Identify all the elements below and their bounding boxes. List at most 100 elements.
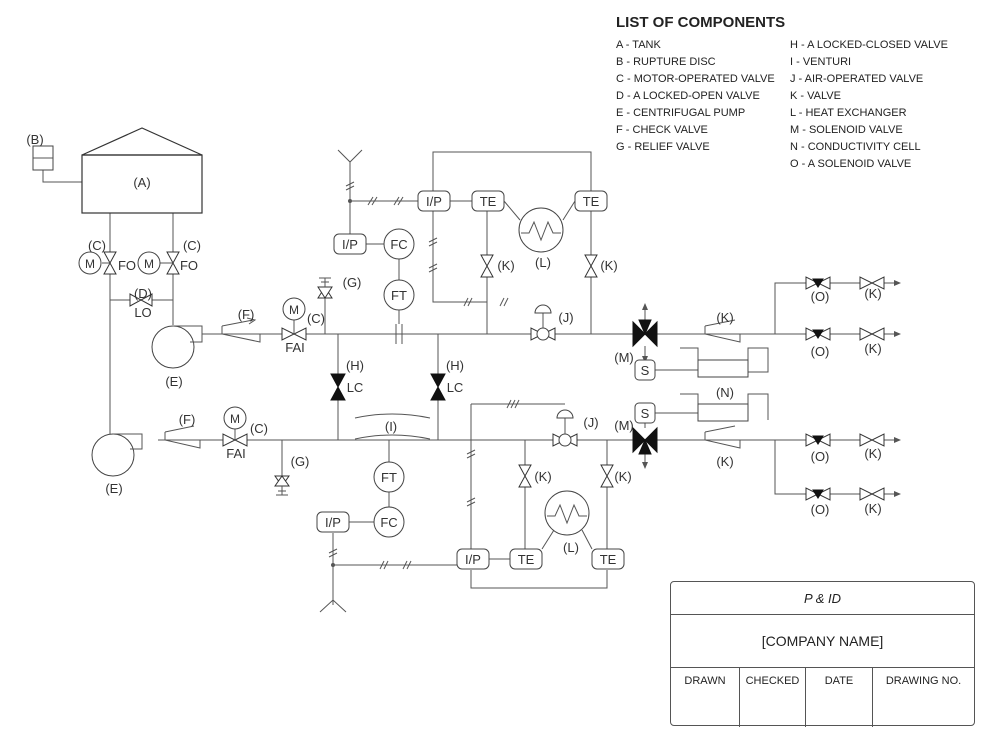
check-valve-lower: (F) bbox=[164, 412, 201, 449]
legend-item: L - HEAT EXCHANGER bbox=[790, 107, 907, 119]
check-valve-k-lower: (K) bbox=[704, 425, 741, 469]
solenoid-o-tag: (O) bbox=[811, 449, 830, 464]
solenoid-o-tag: (O) bbox=[811, 289, 830, 304]
locked-closed-tag: (H) bbox=[346, 358, 364, 373]
svg-text:S: S bbox=[641, 406, 650, 421]
legend-item: F - CHECK VALVE bbox=[616, 124, 708, 136]
svg-text:I/P: I/P bbox=[426, 194, 442, 209]
legend-title: LIST OF COMPONENTS bbox=[616, 14, 786, 31]
motor-label: M bbox=[289, 303, 299, 317]
pump-tag: (E) bbox=[165, 374, 182, 389]
solenoid-tag: (M) bbox=[614, 418, 634, 433]
solenoid-valve-lower: S (M) bbox=[614, 402, 658, 455]
valve-tag: (K) bbox=[614, 469, 631, 484]
valve-tag: (K) bbox=[600, 258, 617, 273]
fail-open-label: FO bbox=[118, 258, 136, 273]
svg-text:TE: TE bbox=[600, 552, 617, 567]
check-valve-k-upper: (K) bbox=[704, 310, 741, 343]
ip-converter-lower-left: I/P bbox=[316, 511, 350, 533]
motor-valve-fai-upper: M FAI (C) bbox=[281, 297, 325, 355]
motor-label: M bbox=[230, 412, 240, 426]
valve-tag: (K) bbox=[864, 341, 881, 356]
relief-valve-tag: (G) bbox=[343, 275, 362, 290]
locked-closed-valve-left: (H) LC bbox=[330, 358, 364, 401]
heat-exchanger-tag: (L) bbox=[563, 540, 579, 555]
fail-as-is-label: FAI bbox=[285, 340, 305, 355]
legend-item: J - AIR-OPERATED VALVE bbox=[790, 73, 924, 85]
flow-controller-upper: FC bbox=[383, 228, 415, 260]
heat-exchanger-upper: (L) bbox=[518, 207, 564, 270]
drawing-number-field: DRAWING NO. bbox=[885, 675, 962, 687]
components-legend: LIST OF COMPONENTS A - TANK B - RUPTURE … bbox=[616, 14, 986, 173]
temperature-element-lower-left: TE bbox=[509, 548, 543, 570]
solenoid-tag: (M) bbox=[614, 350, 634, 365]
air-valve-tag: (J) bbox=[583, 415, 598, 430]
ip-converter-upper-right: I/P bbox=[417, 190, 451, 212]
conductivity-cell-upper bbox=[680, 347, 769, 378]
legend-item: H - A LOCKED-CLOSED VALVE bbox=[790, 39, 948, 51]
legend-item: N - CONDUCTIVITY CELL bbox=[790, 141, 921, 153]
rupture-disc-tag: (B) bbox=[26, 132, 43, 147]
valve-tag: (K) bbox=[864, 446, 881, 461]
svg-text:S: S bbox=[641, 363, 650, 378]
valve-tag: (K) bbox=[864, 501, 881, 516]
locked-closed-valve-right: (H) LC bbox=[430, 358, 464, 401]
relief-valve-upper: (G) bbox=[317, 275, 362, 299]
flow-transmitter-lower: FT bbox=[373, 461, 405, 493]
valve-k-lower-right: (K) bbox=[600, 464, 632, 488]
motor-label: M bbox=[85, 257, 95, 271]
valve-k-upper-left: (K) bbox=[480, 254, 515, 278]
svg-text:FC: FC bbox=[390, 237, 407, 252]
relief-valve-tag: (G) bbox=[291, 454, 310, 469]
air-operated-valve-lower: (J) bbox=[552, 409, 599, 447]
heat-exchanger-tag: (L) bbox=[535, 255, 551, 270]
legend-item: G - RELIEF VALVE bbox=[616, 141, 710, 153]
venturi-tag: (I) bbox=[385, 419, 397, 434]
locked-closed-label: LC bbox=[347, 380, 364, 395]
temperature-element-upper-right: TE bbox=[574, 190, 608, 212]
legend-item: K - VALVE bbox=[790, 90, 841, 102]
flow-controller-lower: FC bbox=[373, 506, 405, 538]
solenoid-o-tag: (O) bbox=[811, 344, 830, 359]
relief-valve-lower: (G) bbox=[274, 454, 310, 496]
legend-item: D - A LOCKED-OPEN VALVE bbox=[616, 90, 760, 102]
conductivity-tag: (N) bbox=[716, 385, 734, 400]
date-field: DATE bbox=[806, 668, 873, 727]
outlet-valves-1: (O) (K) bbox=[805, 276, 885, 304]
legend-item: I - VENTURI bbox=[790, 56, 852, 68]
title-block-title: P & ID bbox=[671, 582, 974, 615]
svg-text:I/P: I/P bbox=[325, 515, 341, 530]
heat-exchanger-lower: (L) bbox=[544, 490, 590, 555]
legend-item: C - MOTOR-OPERATED VALVE bbox=[616, 73, 775, 85]
tank-tag: (A) bbox=[133, 175, 150, 190]
legend-item: A - TANK bbox=[616, 39, 661, 51]
solenoid-valve-upper: S (M) bbox=[614, 319, 658, 381]
legend-left-column: A - TANK B - RUPTURE DISC C - MOTOR-OPER… bbox=[616, 37, 790, 173]
svg-text:FT: FT bbox=[381, 470, 397, 485]
motor-valve-tag: (C) bbox=[250, 421, 268, 436]
check-valve-upper: (F) bbox=[221, 307, 261, 343]
legend-right-column: H - A LOCKED-CLOSED VALVE I - VENTURI J … bbox=[790, 37, 948, 173]
outlet-valves-2: (O) (K) bbox=[805, 327, 885, 359]
motor-label: M bbox=[144, 257, 154, 271]
valve-tag: (K) bbox=[534, 469, 551, 484]
legend-item: E - CENTRIFUGAL PUMP bbox=[616, 107, 746, 119]
temperature-element-upper-left: TE bbox=[471, 190, 505, 212]
svg-text:TE: TE bbox=[480, 194, 497, 209]
tank: (A) bbox=[81, 127, 203, 214]
svg-text:TE: TE bbox=[583, 194, 600, 209]
legend-item: M - SOLENOID VALVE bbox=[790, 124, 903, 136]
valve-k-lower-left: (K) bbox=[518, 464, 552, 488]
pump-lower: (E) bbox=[91, 433, 143, 496]
solenoid-o-tag: (O) bbox=[811, 502, 830, 517]
svg-text:FC: FC bbox=[380, 515, 397, 530]
locked-closed-tag: (H) bbox=[446, 358, 464, 373]
drawn-field: DRAWN bbox=[671, 668, 740, 727]
air-operated-valve-upper: (J) bbox=[530, 304, 574, 341]
fail-open-label: FO bbox=[180, 258, 198, 273]
outlet-valves-3: (O) (K) bbox=[805, 433, 885, 464]
motor-valve-tag: (C) bbox=[88, 238, 106, 253]
motor-valve-tag: (C) bbox=[307, 311, 325, 326]
valve-tag: (K) bbox=[716, 454, 733, 469]
locked-open-valve: (D) LO bbox=[129, 286, 153, 320]
